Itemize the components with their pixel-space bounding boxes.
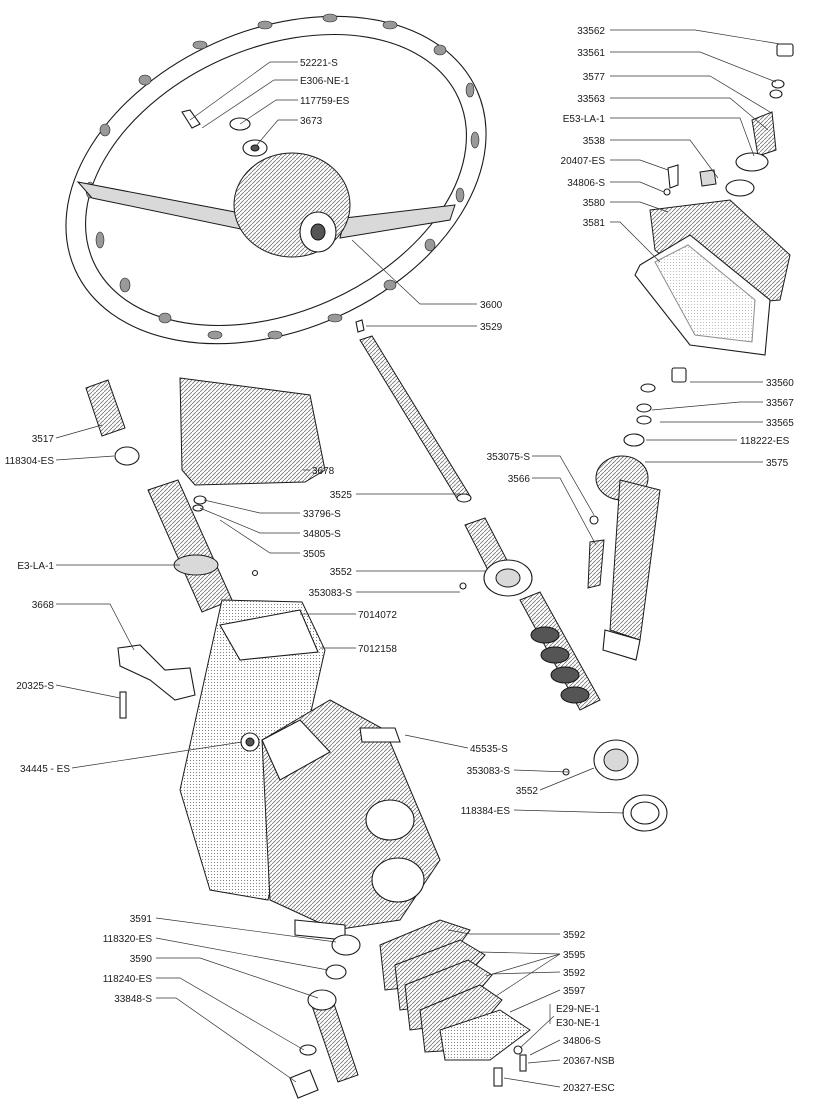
steering-shaft-part	[355, 319, 472, 503]
label-7012158: 7012158	[358, 644, 397, 655]
label-118384-es: 118384-ES	[461, 806, 511, 817]
label-33563: 33563	[577, 94, 605, 105]
label-118304-es: 118304-ES	[5, 456, 55, 467]
label-3566: 3566	[508, 474, 531, 485]
label-3517: 3517	[32, 434, 55, 445]
label-33562: 33562	[577, 26, 605, 37]
label-3580: 3580	[583, 198, 606, 209]
label-34805-s: 34805-S	[303, 529, 341, 540]
label-353083-s-lower: 353083-S	[467, 766, 511, 777]
label-20327-esc: 20327-ESC	[563, 1083, 615, 1094]
label-3577: 3577	[583, 72, 606, 83]
label-117759-es: 117759-ES	[300, 96, 350, 107]
label-33560: 33560	[766, 378, 794, 389]
upper-cover-assembly-part	[634, 43, 794, 356]
label-33848-s: 33848-S	[114, 994, 152, 1005]
label-20367-nsb: 20367-NSB	[563, 1056, 615, 1067]
leader-lines	[55, 29, 781, 1088]
label-7014072: 7014072	[358, 610, 397, 621]
label-45535-s: 45535-S	[470, 744, 508, 755]
label-20407-es: 20407-ES	[561, 156, 606, 167]
pitman-arm-parts	[289, 934, 361, 1099]
label-33796-s: 33796-S	[303, 509, 341, 520]
column-tube-parts	[85, 377, 326, 719]
label-3581: 3581	[583, 218, 606, 229]
label-34806-s-upper: 34806-S	[567, 178, 605, 189]
label-118222-es: 118222-ES	[740, 436, 790, 447]
worm-gear-part	[459, 517, 601, 711]
label-3678: 3678	[312, 466, 335, 477]
label-34445-es: 34445 - ES	[20, 764, 70, 775]
label-118240-es: 118240-ES	[103, 974, 153, 985]
label-e30-ne-1: E30-NE-1	[556, 1018, 600, 1029]
steering-wheel-part	[65, 13, 487, 345]
label-3552-upper: 3552	[330, 567, 353, 578]
gear-housing-part	[179, 599, 441, 941]
label-3575: 3575	[766, 458, 789, 469]
label-118320-es: 118320-ES	[103, 934, 153, 945]
label-3600: 3600	[480, 300, 503, 311]
label-3597: 3597	[563, 986, 586, 997]
label-20325-s: 20325-S	[16, 681, 54, 692]
label-3590: 3590	[130, 954, 153, 965]
label-3595: 3595	[563, 950, 586, 961]
label-3592-bottom: 3592	[563, 968, 586, 979]
label-3668: 3668	[32, 600, 55, 611]
part-number-labels: 52221-S E306-NE-1 117759-ES 3673 3600 35…	[5, 26, 795, 1094]
label-52221-s: 52221-S	[300, 58, 338, 69]
label-34806-s-lower: 34806-S	[563, 1036, 601, 1047]
sector-shaft-part	[587, 367, 687, 661]
label-33565: 33565	[766, 418, 794, 429]
label-3505: 3505	[303, 549, 326, 560]
label-e53-la-1: E53-LA-1	[563, 114, 606, 125]
label-33567: 33567	[766, 398, 794, 409]
label-3529: 3529	[480, 322, 503, 333]
label-353075-s: 353075-S	[487, 452, 531, 463]
label-3591: 3591	[130, 914, 153, 925]
lower-cover-plates-part	[379, 919, 531, 1087]
label-353083-s-upper: 353083-S	[309, 588, 353, 599]
label-3538: 3538	[583, 136, 606, 147]
label-3552-lower: 3552	[516, 786, 539, 797]
label-e306-ne-1: E306-NE-1	[300, 76, 350, 87]
label-33561: 33561	[577, 48, 605, 59]
label-3673: 3673	[300, 116, 323, 127]
label-e29-ne-1: E29-NE-1	[556, 1004, 600, 1015]
label-3525: 3525	[330, 490, 353, 501]
label-3592-top: 3592	[563, 930, 586, 941]
lower-bearing-part	[562, 739, 668, 832]
label-e3-la-1: E3-LA-1	[17, 561, 54, 572]
